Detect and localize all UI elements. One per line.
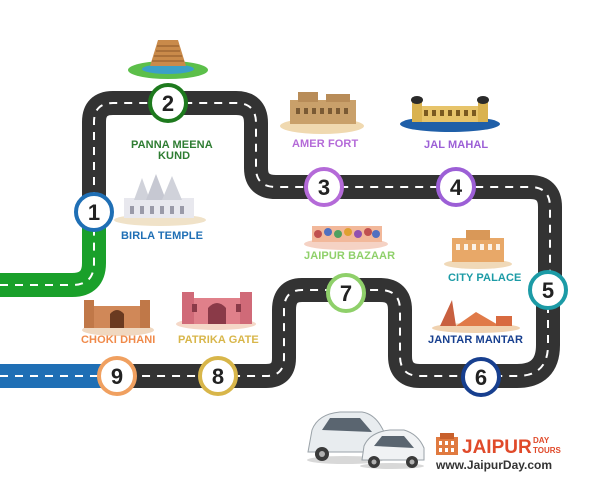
- stop-marker-ring: [436, 167, 476, 207]
- route-road-dashes: [93, 102, 551, 377]
- route-start-dashes: [0, 215, 95, 286]
- stop-number: 3: [318, 175, 330, 200]
- car-illustrations: [307, 411, 425, 469]
- stop-marker-3: 3: [304, 167, 344, 207]
- stop-marker-6: 6: [461, 357, 501, 397]
- stop-label-panna-meena-kund-line1: PANNA MEENA: [131, 139, 213, 151]
- amer-fort-illustration: [280, 92, 364, 134]
- stop-marker-ring: [74, 192, 114, 232]
- stop-marker-ring: [528, 270, 568, 310]
- stop-marker-7: 7: [326, 273, 366, 313]
- brand-name: JAIPUR: [462, 437, 532, 458]
- choki-dhani-illustration: [82, 300, 154, 336]
- stop-label-jaipur-bazaar: JAIPUR BAZAAR: [304, 250, 396, 262]
- stop-number: 8: [212, 364, 224, 389]
- stop-number: 9: [111, 364, 123, 389]
- stop-marker-ring: [304, 167, 344, 207]
- jaipur-day-tours-logo-icon: [436, 433, 458, 455]
- stop-markers: 1 2 3 4 5 6 7 8 9: [74, 83, 568, 397]
- birla-temple-illustration: [114, 174, 206, 226]
- stop-number: 6: [475, 365, 487, 390]
- panna-meena-kund-illustration: [128, 40, 208, 79]
- jantar-mantar-illustration: [432, 300, 520, 333]
- stop-marker-1: 1: [74, 192, 114, 232]
- patrika-gate-illustration: [176, 292, 256, 330]
- stop-marker-2: 2: [148, 83, 188, 123]
- stop-label-amer-fort: AMER FORT: [292, 138, 359, 150]
- stop-marker-ring: [326, 273, 366, 313]
- stop-marker-9: 9: [97, 356, 137, 396]
- stop-marker-ring: [198, 356, 238, 396]
- city-palace-illustration: [444, 230, 512, 269]
- stop-label-panna-meena-kund-line2: KUND: [158, 150, 191, 162]
- stop-number: 4: [450, 175, 463, 200]
- stop-marker-ring: [461, 357, 501, 397]
- brand-tag-bottom: TOURS: [533, 446, 562, 455]
- stop-marker-ring: [148, 83, 188, 123]
- stop-label-choki-dhani: CHOKI DHANI: [81, 334, 156, 346]
- stop-label-city-palace: CITY PALACE: [448, 272, 522, 284]
- stop-label-jantar-mantar: JANTAR MANTAR: [428, 334, 523, 346]
- stop-number: 1: [88, 200, 100, 225]
- jaipur-bazaar-illustration: [304, 226, 388, 250]
- stop-label-jal-mahal: JAL MAHAL: [424, 139, 489, 151]
- stop-marker-4: 4: [436, 167, 476, 207]
- jal-mahal-illustration: [400, 96, 500, 132]
- stop-marker-5: 5: [528, 270, 568, 310]
- stop-number: 5: [542, 278, 554, 303]
- stop-marker-ring: [97, 356, 137, 396]
- stop-label-patrika-gate: PATRIKA GATE: [178, 334, 259, 346]
- brand-url: www.JaipurDay.com: [435, 458, 552, 472]
- sedan-car-icon: [360, 429, 425, 469]
- stop-number: 2: [162, 91, 174, 116]
- brand-tag-top: DAY: [533, 436, 550, 445]
- stop-label-birla-temple: BIRLA TEMPLE: [121, 230, 204, 242]
- stop-marker-8: 8: [198, 356, 238, 396]
- stop-number: 7: [340, 281, 352, 306]
